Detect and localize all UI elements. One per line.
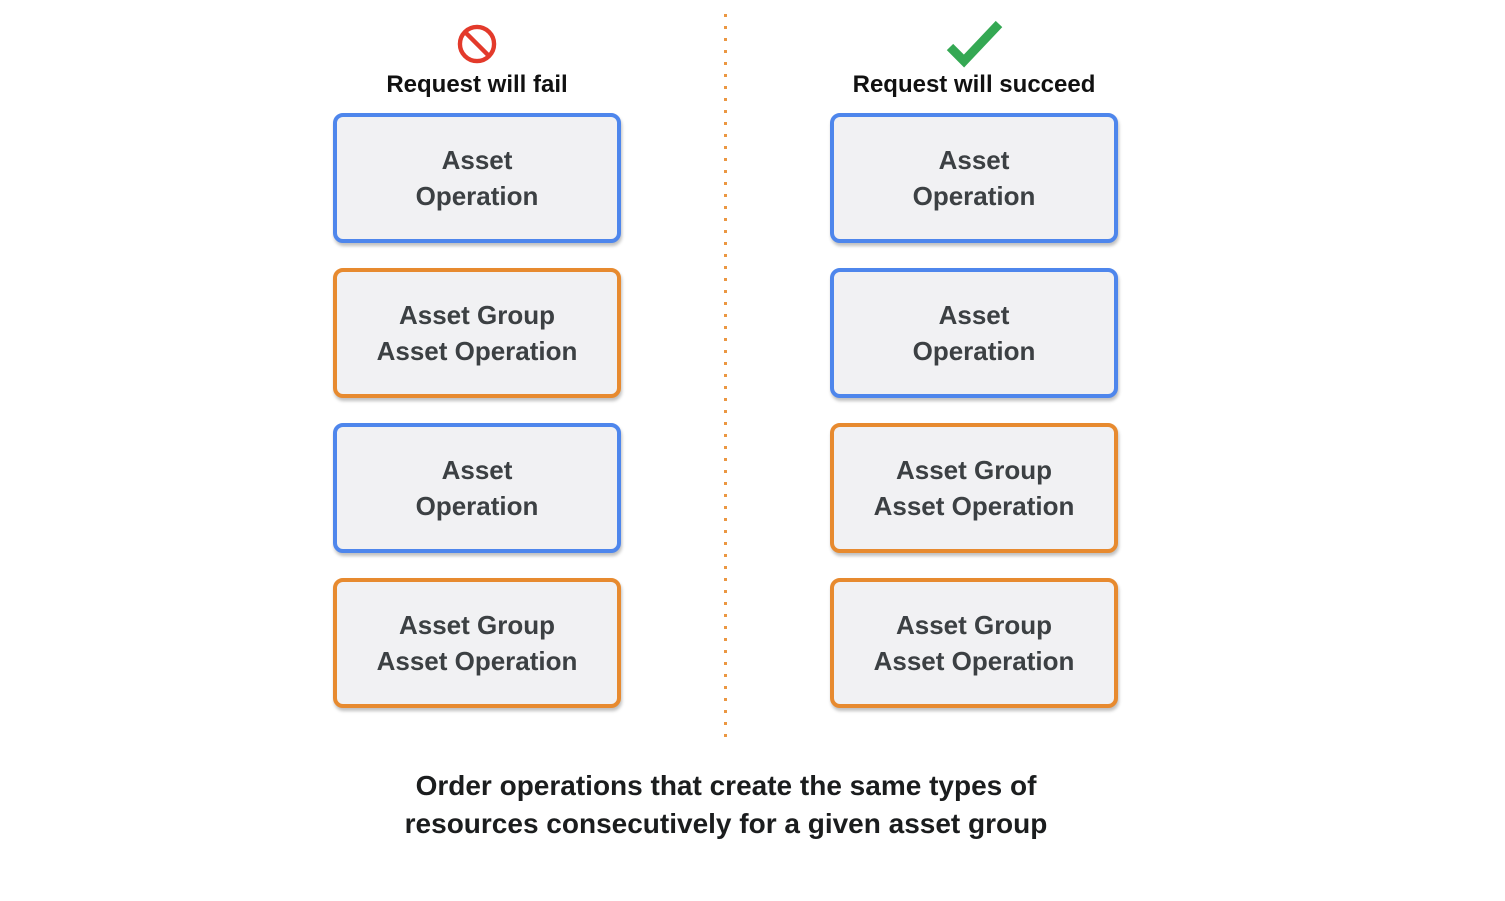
prohibition-icon xyxy=(456,20,498,68)
fail-column: Request will fail Asset Operation Asset … xyxy=(333,20,621,733)
box-label-line: Asset xyxy=(938,145,1010,175)
asset-group-asset-operation-box: Asset Group Asset Operation xyxy=(830,423,1118,553)
box-label-line: Asset Operation xyxy=(376,646,578,676)
dotted-divider xyxy=(724,14,727,740)
diagram-caption: Order operations that create the same ty… xyxy=(405,767,1048,843)
box-label-line: Asset xyxy=(441,145,513,175)
asset-group-asset-operation-box: Asset Group Asset Operation xyxy=(333,268,621,398)
box-label-line: Asset Operation xyxy=(873,491,1075,521)
box-label-line: Operation xyxy=(912,181,1036,211)
box-label-line: Asset Group xyxy=(895,610,1053,640)
succeed-column-title: Request will succeed xyxy=(852,71,1096,98)
succeed-column: Request will succeed Asset Operation Ass… xyxy=(830,20,1118,733)
box-label-line: Asset Operation xyxy=(376,336,578,366)
checkmark-icon xyxy=(943,20,1005,68)
box-label-line: Asset xyxy=(441,455,513,485)
box-label-line: Operation xyxy=(415,491,539,521)
box-label-line: Operation xyxy=(912,336,1036,366)
box-label-line: Asset Group xyxy=(398,300,556,330)
asset-operation-box: Asset Operation xyxy=(333,113,621,243)
caption-line: Order operations that create the same ty… xyxy=(415,770,1037,801)
asset-group-asset-operation-box: Asset Group Asset Operation xyxy=(830,578,1118,708)
box-label-line: Asset Operation xyxy=(873,646,1075,676)
box-label-line: Operation xyxy=(415,181,539,211)
asset-operation-box: Asset Operation xyxy=(830,113,1118,243)
box-label-line: Asset Group xyxy=(398,610,556,640)
asset-operation-box: Asset Operation xyxy=(333,423,621,553)
asset-operation-box: Asset Operation xyxy=(830,268,1118,398)
caption-line: resources consecutively for a given asse… xyxy=(404,808,1048,839)
box-label-line: Asset Group xyxy=(895,455,1053,485)
box-label-line: Asset xyxy=(938,300,1010,330)
fail-column-title: Request will fail xyxy=(386,71,568,98)
asset-group-asset-operation-box: Asset Group Asset Operation xyxy=(333,578,621,708)
